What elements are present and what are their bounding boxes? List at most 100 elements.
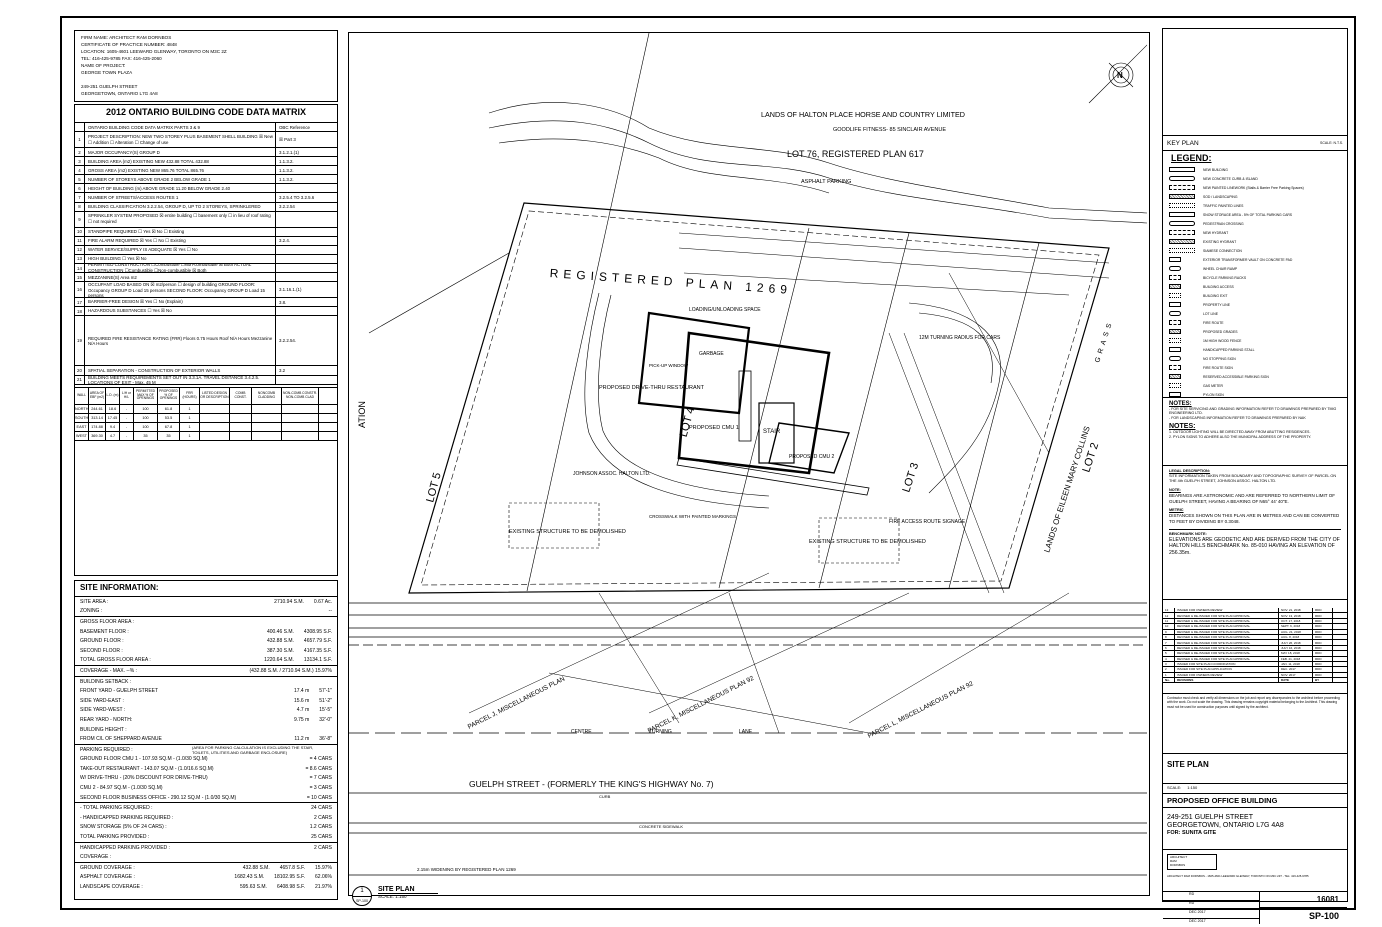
revision-cell: AUG. 8, 2018 (1279, 634, 1313, 640)
legend-symbol (1169, 194, 1195, 199)
legend-symbol (1169, 203, 1195, 208)
site-info-values: 595.63 S.M.6408.98 S.F.21.97% (240, 884, 332, 890)
registered-plan-label: REGISTERED PLAN 1269 (549, 266, 792, 297)
spatial-cell: 53.5 (158, 413, 180, 422)
sheet-title: SITE PLAN (1167, 760, 1209, 769)
spatial-cell: 17.45 (106, 413, 120, 422)
spatial-header-cell: NON-COMB CONSTR. NON-COMB CLAD (282, 387, 319, 404)
obc-row-ref (275, 264, 337, 273)
lands-eileen-label: LANDS OF EILEEN MARY COLLINS (1042, 425, 1091, 554)
legend-item: BICYCLE PARKING RACKS (1163, 273, 1347, 282)
site-info-row: SECOND FLOOR BUSINESS OFFICE - 290.12 SQ… (75, 793, 337, 804)
parcel-j-label: PARCEL J, MISCELLANEOUS PLAN (467, 675, 567, 730)
spatial-cell (252, 431, 282, 440)
site-info-value: 57'-1" (319, 688, 332, 695)
spatial-cell: 313.14 (89, 413, 106, 422)
title-column: KEY PLAN SCALE: N.T.S. LEGEND: NEW BUILD… (1162, 28, 1348, 924)
firm-line: LOCATION: 1605-4601 LEEWARD GLENWAY, TOR… (81, 49, 227, 54)
revision-cell: RDD (1313, 629, 1333, 634)
site-info-key: FROM C/L OF SHEPPARD AVENUE (80, 736, 162, 743)
spatial-cell: 100 (134, 404, 158, 413)
obc-row-number: 8 (75, 202, 85, 211)
obc-row-text: SPRINKLER SYSTEM PROPOSED ☒ entire build… (88, 213, 271, 225)
site-info-value: = 8.6 CARS (305, 765, 332, 772)
spatial-cell (200, 431, 230, 440)
legend-item: NEW BUILDING (1163, 165, 1347, 174)
project-addr1: 249-251 GUELPH STREET (1167, 814, 1253, 821)
site-info-value: 15'-5" (319, 707, 332, 714)
note-item: 1. OUTDOOR LIGHTING WILL BE DIRECTED AWA… (1169, 430, 1311, 435)
legend-title: LEGEND: (1171, 153, 1212, 163)
obc-row-text: HAZARDOUS SUBSTANCES ☐ Yes ☒ No (88, 308, 172, 314)
johnson-label: JOHNSON ASSOC. HALTON LTD. (573, 471, 651, 477)
bench-title: BENCHMARK NOTE: (1169, 528, 1341, 537)
legend-symbol (1169, 275, 1181, 280)
obc-row-number: 12 (75, 245, 85, 254)
site-info-row: GROUND FLOOR :432.88 S.M.4657.79 S.F. (75, 636, 337, 646)
legal-metric-title: METRIC (1169, 508, 1184, 513)
site-info-value: 2710.94 S.M. (274, 598, 304, 605)
revision-cell: JULY 26, 2018 (1279, 640, 1313, 645)
site-info-row: - HANDICAPPED PARKING REQUIRED :2 CARS (75, 813, 337, 823)
obc-row-ref (275, 273, 337, 282)
site-info-row: TOTAL GROSS FLOOR AREA :1220.64 S.M.1313… (75, 656, 337, 667)
site-info-key: W/ DRIVE-THRU - (20% DISCOUNT FOR DRIVE-… (80, 775, 208, 782)
revision-cell: RDD (1313, 667, 1333, 672)
spatial-cell (252, 404, 282, 413)
obc-row-number: 13 (75, 254, 85, 264)
parcel-l-label: PARCEL L, MISCELLANEOUS PLAN 92 (867, 680, 975, 740)
legend-label: BICYCLE PARKING RACKS (1203, 275, 1247, 280)
site-info-key: GROUND COVERAGE : (80, 864, 135, 871)
spatial-cell: 18.6 (106, 404, 120, 413)
site-info-key: PARKING REQUIRED : (80, 746, 133, 753)
turning-label: 12M TURNING RADIUS FOR CARS (919, 335, 1001, 341)
site-info-key: CMU 2 - 84.97 SQ.M - (1.0/30 SQ.M) (80, 785, 163, 792)
revision-footer-cell: No. (1163, 678, 1175, 683)
revision-cell: 9 (1163, 629, 1175, 634)
project-number: 16081 (1260, 892, 1347, 908)
site-info-values: 387.30 S.M.4167.35 S.F. (267, 648, 332, 654)
spatial-cell: 100 (134, 422, 158, 431)
revision-cell: 13 (1163, 608, 1175, 613)
legend-label: LOT LINE (1203, 311, 1219, 316)
legend-label: PYLON SIGN (1203, 392, 1224, 397)
legend-item: BUILDING EXIT (1163, 291, 1347, 300)
site-info-values: 24 CARS (311, 805, 332, 811)
site-info-values: = 10 CARS (307, 795, 332, 801)
pickup-label: PICK-UP WINDOW (649, 363, 689, 368)
obc-row-ref: 3.8. (275, 298, 337, 307)
site-plan-caption-scale: SCALE: 1:150 (378, 894, 407, 899)
parcel-k-label: PARCEL K, MISCELLANEOUS PLAN 92 (647, 675, 756, 735)
site-info-value: 4167.35 S.F. (303, 647, 332, 654)
site-info-row: CMU 2 - 84.97 SQ.M - (1.0/30 SQ.M)= 3 CA… (75, 783, 337, 793)
turning-lane-label: TURNING (649, 729, 672, 735)
legal-title: LEGAL DESCRIPTION: (1169, 469, 1211, 473)
cmu1-label: PROPOSED CMU 1 (689, 425, 739, 431)
grass-label: GRASS (1094, 319, 1114, 364)
legend-symbol (1169, 338, 1181, 343)
site-info-key: ASPHALT COVERAGE : (80, 874, 135, 881)
legend-label: PROPOSED GRADES (1203, 329, 1238, 334)
site-info-value: 1220.64 S.M. (264, 657, 294, 664)
site-info-value: 32'-0" (319, 716, 332, 723)
lot3-label: LOT 3 (900, 461, 921, 494)
site-info-row: ASPHALT COVERAGE :1682.43 S.M.18102.95 S… (75, 873, 337, 883)
fire-access-label: FIRE ACCESS ROUTE SIGNAGE (889, 519, 966, 525)
legend-item: NO STOPPING SIGN (1163, 354, 1347, 363)
site-info-value: 24 CARS (311, 805, 332, 812)
obc-row-number: 4 (75, 166, 85, 175)
legend-label: SIAMESE CONNECTION (1203, 248, 1242, 253)
site-info-value: 0.67 Ac. (313, 598, 332, 605)
revision-cell: RDD (1313, 608, 1333, 613)
site-info-key: GROSS FLOOR AREA : (80, 618, 134, 625)
site-info-values: = 7 CARS (310, 775, 332, 781)
legend-label: PEDESTRIAN CROSSING (1203, 221, 1244, 226)
site-info-value: 4308.95 S.F. (303, 628, 332, 635)
